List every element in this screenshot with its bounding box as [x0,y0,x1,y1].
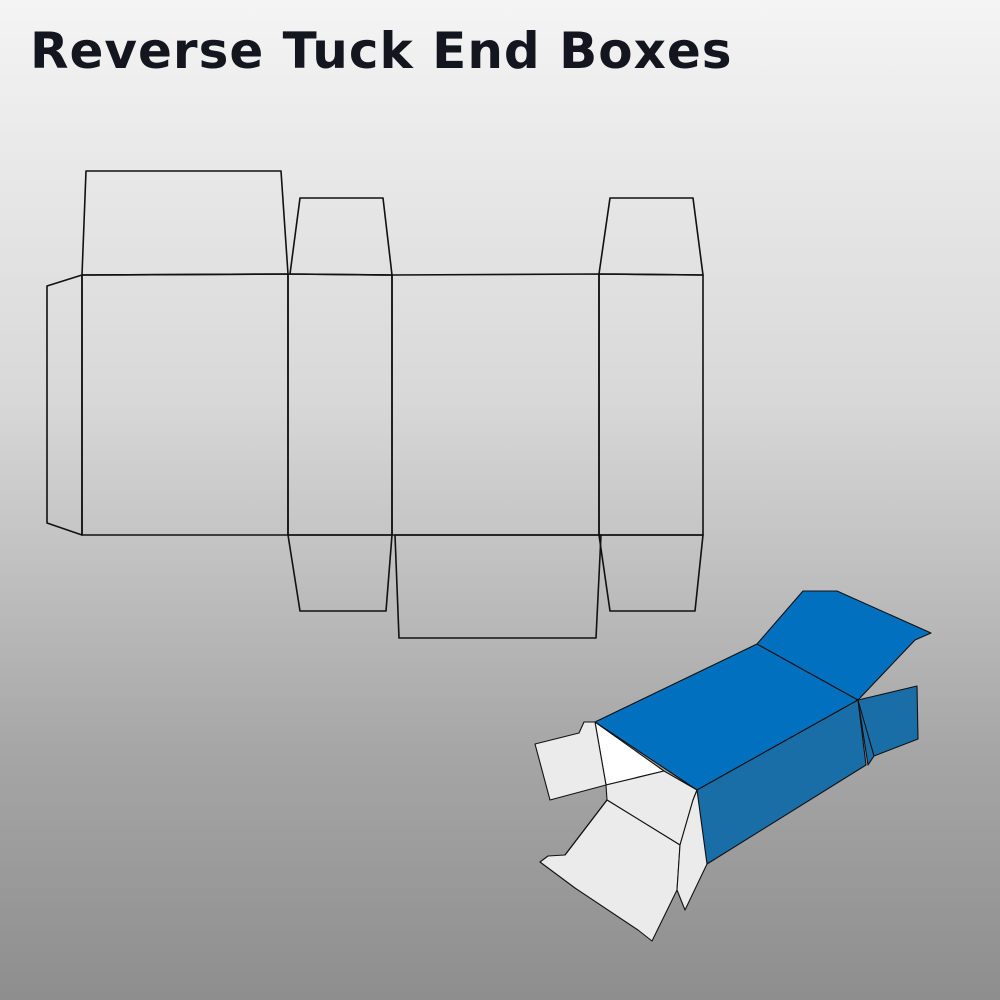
front-panel [81,273,289,536]
page-title: Reverse Tuck End Boxes [30,22,733,80]
crease-line [857,699,875,757]
glue-flap [46,274,83,536]
box-3d-illustration [534,590,932,942]
back-panel [391,273,600,536]
dieline-template [46,170,704,639]
side-panel-right [598,273,704,536]
bottom-tuck-flap [394,534,602,639]
dust-flap-bottom-left [287,534,393,612]
dust-flap-top-right [598,197,704,276]
box-right-dust-flap [857,685,919,766]
box-left-dust-flap [534,721,607,801]
dust-flap-top-left [289,197,393,276]
side-panel-left [287,273,393,536]
dust-flap-bottom-right [598,534,704,612]
crease-line [564,799,608,856]
top-tuck-flap [81,170,289,276]
box-bottom-strip [676,789,708,911]
